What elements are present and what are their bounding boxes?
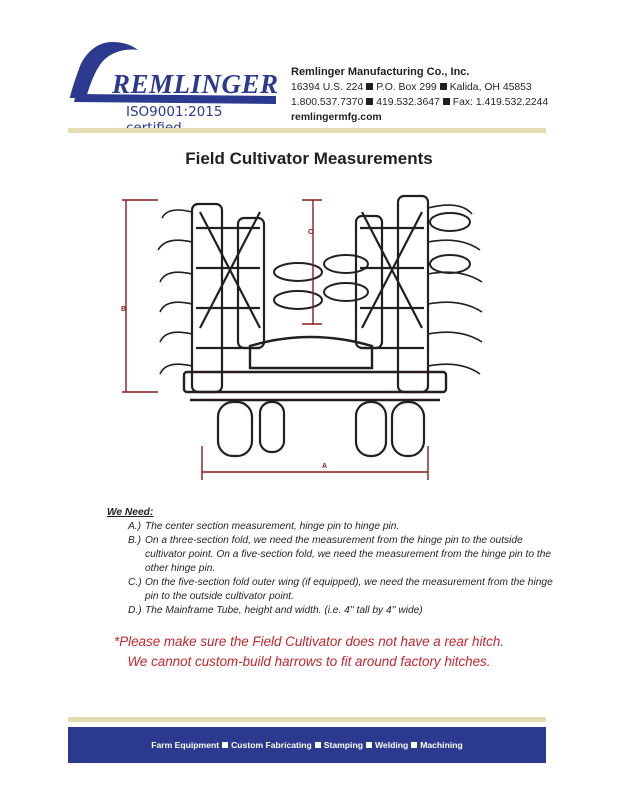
requirement-item-a: A.)The center section measurement, hinge… — [107, 520, 567, 534]
service-welding: Welding — [374, 740, 409, 750]
logo-wordmark: REMLINGER — [112, 69, 279, 99]
field-cultivator-diagram: B C A — [110, 188, 510, 488]
left-wing-frame — [190, 202, 266, 394]
separator-square-icon — [439, 83, 447, 90]
company-website-link[interactable]: remlingermfg.com — [291, 112, 382, 123]
footer-divider — [68, 717, 546, 722]
service-stamping: Stamping — [323, 740, 363, 750]
item-text: On the five-section fold outer wing (if … — [145, 577, 553, 602]
separator-square-icon — [365, 742, 372, 748]
separator-square-icon — [411, 742, 418, 748]
center-main-frame — [182, 335, 448, 402]
service-machining: Machining — [420, 740, 463, 750]
company-contact-block: Remlinger Manufacturing Co., Inc. 16394 … — [291, 65, 548, 125]
requirement-item-d: D.)The Mainframe Tube, height and width.… — [107, 604, 567, 618]
requirements-heading: We Need: — [107, 507, 154, 518]
separator-square-icon — [366, 83, 374, 90]
separator-square-icon — [222, 742, 229, 748]
dimension-label-b: B — [121, 306, 127, 313]
cultivator-illustration — [122, 194, 483, 480]
company-logo: REMLINGER ISO9001:2015 certified — [68, 38, 280, 136]
address-street: 16394 U.S. 224 — [291, 82, 364, 93]
item-text: The Mainframe Tube, height and width. (i… — [145, 605, 423, 616]
wing-gauge-wheels — [273, 212, 471, 310]
phone-tollfree: 1.800.537.7370 — [291, 97, 364, 108]
separator-square-icon — [314, 742, 321, 748]
phone-fax: Fax: 1.419.532.2244 — [452, 97, 549, 108]
dimension-label-c: C — [308, 229, 314, 236]
requirements-list: We Need: A.)The center section measureme… — [107, 506, 567, 618]
left-cultivator-shanks — [157, 209, 193, 375]
separator-square-icon — [366, 98, 374, 105]
item-text: On a three-section fold, we need the mea… — [145, 535, 552, 574]
phone-local: 419.532.3647 — [376, 97, 440, 108]
dimension-label-a: A — [322, 463, 328, 470]
rear-hitch-warning: *Please make sure the Field Cultivator d… — [0, 632, 618, 672]
company-address: 16394 U.S. 224 P.O. Box 299 Kalida, OH 458… — [291, 80, 548, 95]
requirement-item-b: B.)On a three-section fold, we need the … — [107, 534, 567, 576]
page-title: Field Cultivator Measurements — [185, 149, 433, 168]
services-footer-banner: Farm Equipment Custom Fabricating Stamping… — [68, 727, 546, 763]
address-po-box: P.O. Box 299 — [376, 82, 437, 93]
company-phones: 1.800.537.7370 419.532.3647 Fax: 1.419.532… — [291, 95, 548, 110]
requirement-item-c: C.)On the five-section fold outer wing (… — [107, 576, 567, 604]
dimension-lines — [122, 199, 429, 480]
item-key: C.) — [128, 577, 142, 588]
warning-line-1: *Please make sure the Field Cultivator d… — [113, 634, 505, 649]
separator-square-icon — [442, 98, 450, 105]
header-divider — [68, 128, 546, 133]
item-key: B.) — [128, 535, 142, 546]
right-cultivator-shanks — [427, 204, 483, 375]
item-key: A.) — [128, 521, 142, 532]
logo-swoosh-graphic — [70, 42, 276, 104]
item-text: The center section measurement, hinge pi… — [145, 521, 400, 532]
service-custom-fabricating: Custom Fabricating — [231, 740, 312, 750]
item-key: D.) — [128, 605, 142, 616]
warning-line-2: We cannot custom-build harrows to fit ar… — [127, 654, 491, 669]
transport-wheels — [216, 400, 426, 458]
service-farm-equipment: Farm Equipment — [151, 740, 220, 750]
company-name: Remlinger Manufacturing Co., Inc. — [291, 66, 470, 78]
address-city: Kalida, OH 45853 — [449, 82, 532, 93]
